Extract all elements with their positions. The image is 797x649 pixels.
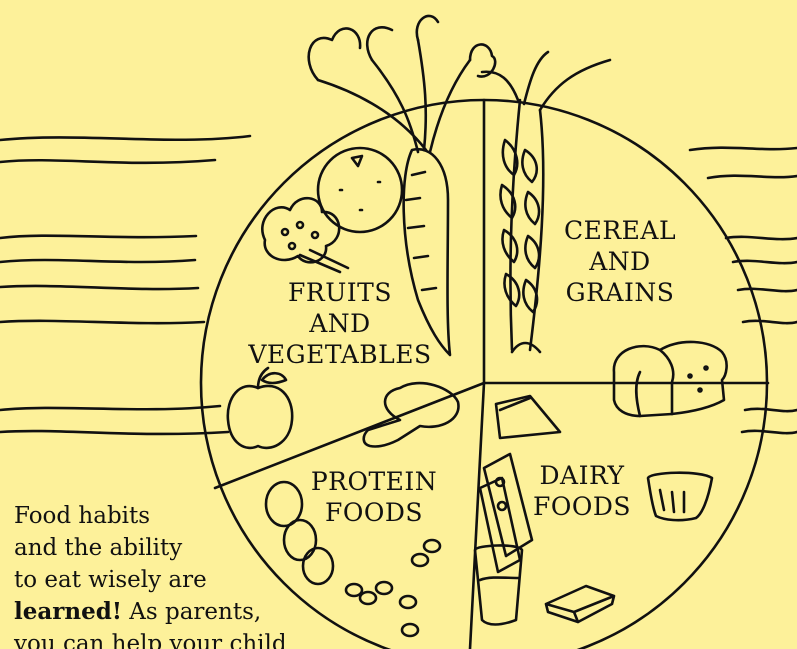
caption-line-1: Food habits (14, 500, 287, 532)
milk-glass-icon (475, 545, 522, 624)
cheese-block-icon (546, 586, 614, 622)
apple-icon (228, 368, 292, 448)
label-fruits-vegetables: FRUITS AND VEGETABLES (245, 277, 435, 370)
chicken-drumstick-icon (364, 383, 459, 446)
caption-line-5: you can help your child (14, 628, 287, 649)
caption-emphasis: learned! (14, 598, 122, 625)
sliced-cheese-icon (480, 454, 532, 572)
caption-line-4: learned! As parents, (14, 596, 287, 628)
caption-line-2: and the ability (14, 532, 287, 564)
beans-icon (346, 540, 440, 636)
background-lines-left (0, 136, 250, 434)
bread-loaf-icon (614, 342, 727, 416)
caption-text: Food habits and the ability to eat wisel… (14, 500, 287, 649)
label-protein-foods: PROTEIN FOODS (300, 466, 448, 528)
cheese-wedge-icon (496, 396, 560, 438)
caption-line-3: to eat wisely are (14, 564, 287, 596)
label-dairy-foods: DAIRY FOODS (526, 460, 638, 522)
broccoli-icon (262, 198, 348, 272)
background-lines-right (690, 148, 797, 433)
cottage-cheese-cup-icon (648, 473, 712, 520)
caption-line-4-rest: As parents, (122, 599, 261, 625)
orange-icon (318, 148, 402, 232)
label-cereal-grains: CEREAL AND GRAINS (555, 215, 685, 308)
